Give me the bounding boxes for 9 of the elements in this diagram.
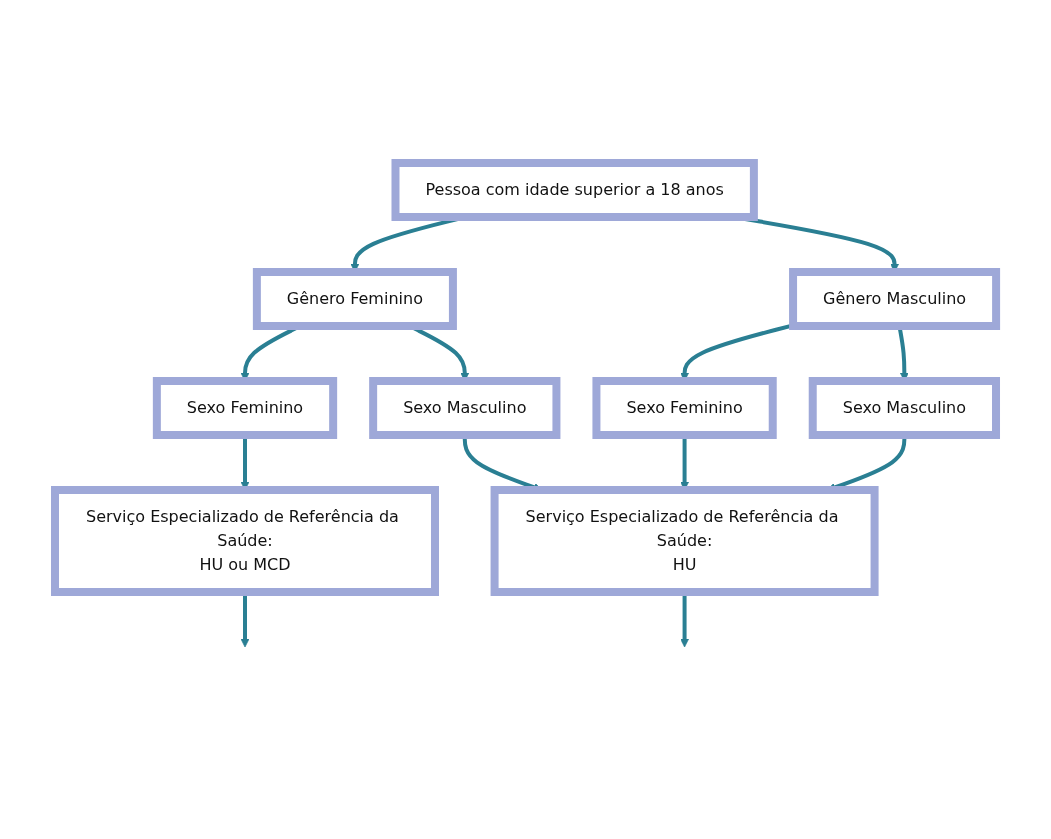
node-box: Sexo Feminino — [152, 376, 338, 439]
node-box: Serviço Especializado de Referência da Saúde: HU ou MCD — [50, 485, 439, 596]
node-box: Sexo Masculino — [808, 376, 1000, 439]
node-box: Sexo Masculino — [369, 376, 561, 439]
node-box: Gênero Feminino — [252, 267, 457, 330]
node-box: Gênero Masculino — [789, 267, 1001, 330]
node-box: Pessoa com idade superior a 18 anos — [391, 158, 758, 221]
node-box: Serviço Especializado de Referência da Saúde: HU — [490, 485, 879, 596]
node-box: Sexo Feminino — [592, 376, 777, 439]
